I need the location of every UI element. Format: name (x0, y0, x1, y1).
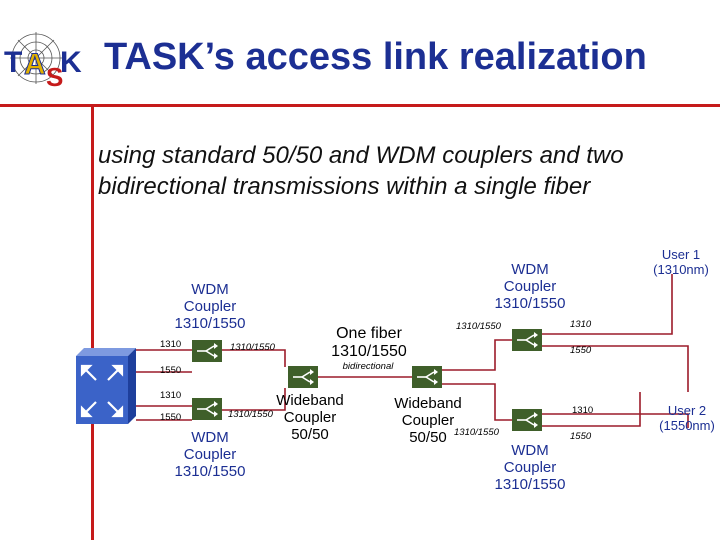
user1-label: User 1 (1310nm) (653, 247, 709, 277)
task-logo: T A S K (4, 32, 82, 92)
port-label: 1310/1550 (454, 427, 499, 438)
wdm-coupler-right-bottom-icon (512, 409, 542, 431)
port-label: 1550 (570, 431, 592, 442)
port-label: 1550 (570, 345, 592, 356)
user2-label: User 2 (1550nm) (659, 403, 715, 433)
port-label: 1550 (160, 365, 182, 376)
switch-icon (76, 348, 136, 424)
side-divider (91, 105, 94, 540)
wdm-coupler-right-top-icon (512, 329, 542, 351)
port-label: 1310/1550 (228, 409, 273, 420)
wideband-coupler-left-icon (288, 366, 318, 388)
wdm-coupler-left-bottom-icon (192, 398, 222, 420)
wideband-coupler-right-icon (412, 366, 442, 388)
svg-text:T: T (4, 46, 22, 79)
port-label: 1310 (160, 390, 182, 401)
fiber-lines (136, 274, 689, 428)
port-label: 1310 (570, 319, 592, 330)
bidirectional-label: bidirectional (342, 361, 394, 372)
wdm-left-bottom-label: WDM Coupler 1310/1550 (174, 429, 246, 480)
title-divider (0, 104, 720, 107)
wideband-left-label: Wideband Coupler 50/50 (276, 392, 344, 443)
port-label: 1310 (572, 405, 594, 416)
wdm-left-top-label: WDM Coupler 1310/1550 (174, 281, 246, 332)
slide-subtitle: using standard 50/50 and WDM couplers an… (98, 142, 624, 200)
wideband-right-label: Wideband Coupler 50/50 (394, 395, 462, 446)
port-label: 1310 (160, 339, 182, 350)
slide-title: TASK’s access link realization (104, 36, 647, 78)
svg-text:K: K (60, 46, 82, 79)
wdm-right-bottom-label: WDM Coupler 1310/1550 (494, 442, 566, 493)
svg-text:S: S (46, 62, 63, 92)
port-label: 1550 (160, 412, 182, 423)
port-label: 1310/1550 (456, 321, 501, 332)
port-label: 1310/1550 (230, 342, 275, 353)
wdm-right-top-label: WDM Coupler 1310/1550 (494, 261, 566, 312)
svg-text:A: A (24, 48, 46, 81)
one-fiber-label: One fiber 1310/1550 (331, 325, 407, 360)
wdm-coupler-left-top-icon (192, 340, 222, 362)
